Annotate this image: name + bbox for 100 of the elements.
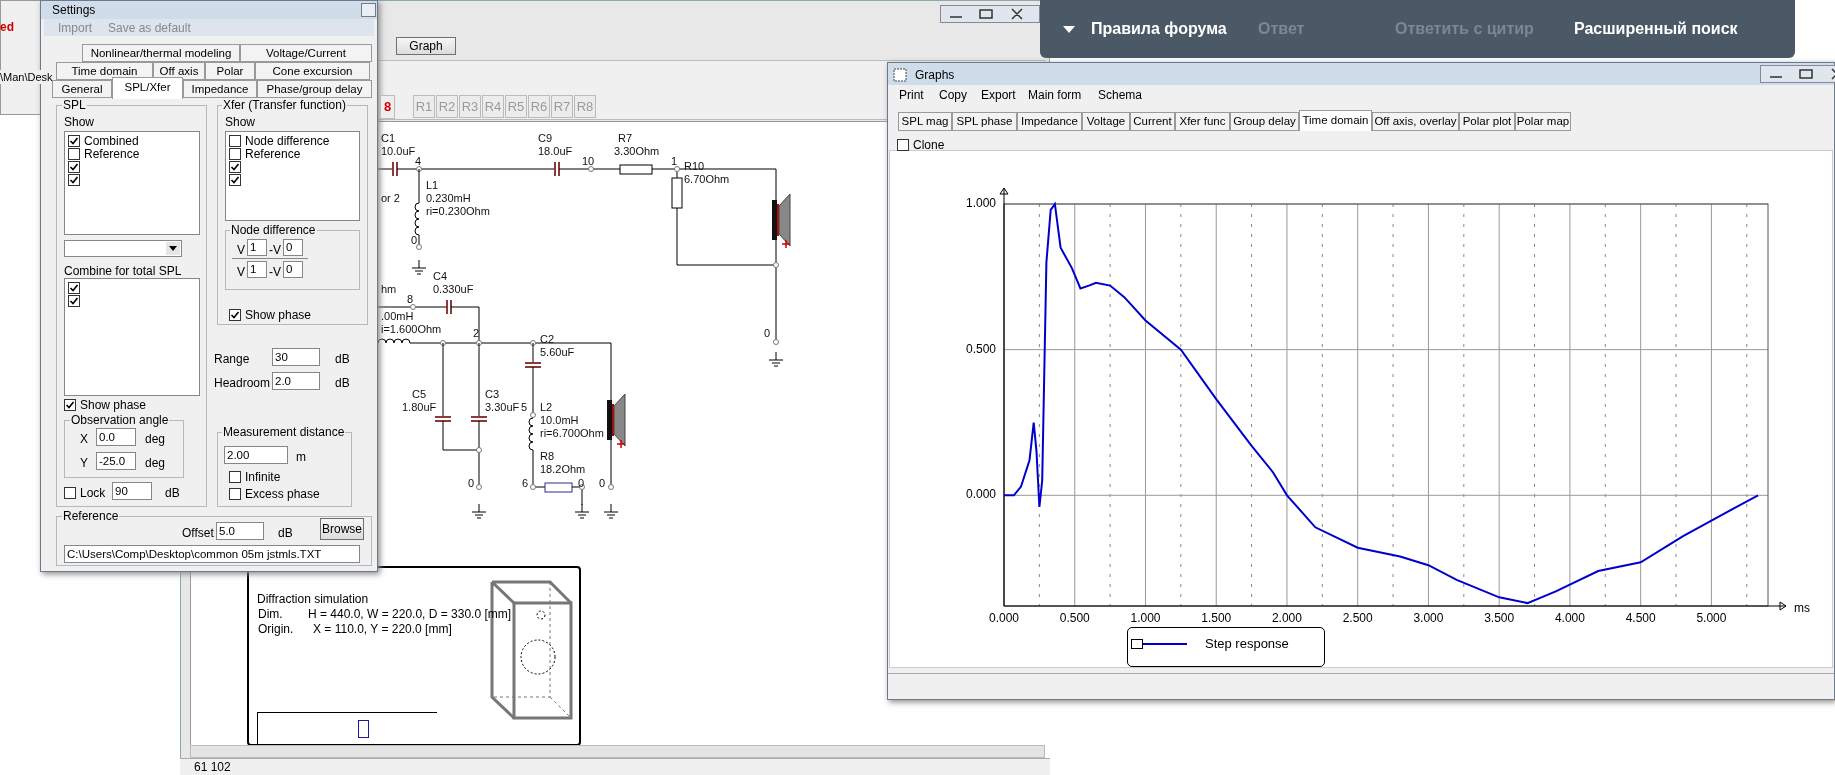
component-label: C1: [381, 132, 396, 145]
component-value: ri=0.230Ohm: [426, 205, 490, 218]
label-text: Y: [80, 456, 88, 470]
tab: Polar map: [1515, 112, 1571, 131]
checkbox: Reference: [68, 147, 140, 160]
tab: General: [52, 80, 112, 98]
component-label: L1: [426, 179, 439, 192]
input-field: 1: [247, 261, 267, 278]
component-label: C5: [412, 388, 427, 401]
component-value: 10.0mH: [540, 414, 579, 427]
node-number: 0: [468, 477, 475, 490]
input-field: 0: [283, 239, 303, 256]
tab: Time domain: [1299, 110, 1372, 131]
tab: Group delay: [1230, 112, 1299, 131]
menu-link: Правила форума: [1091, 19, 1227, 39]
tab: Voltage: [1082, 112, 1130, 131]
toolbar-button: R1: [413, 95, 435, 118]
tab: Off axis: [153, 62, 205, 80]
component-value: 10.0uF: [381, 145, 416, 157]
unit-label: dB: [278, 526, 293, 540]
input-field: 1: [247, 239, 267, 256]
component-label: R7: [618, 132, 633, 145]
component-value: i=1.600Ohm: [381, 323, 442, 336]
component-label: or 2: [381, 192, 400, 205]
input-field: 30: [272, 348, 320, 366]
tab: Voltage/Current: [240, 44, 372, 62]
label-text: Offset: [182, 526, 214, 540]
input-field: 2.00: [224, 446, 288, 464]
group-title: Xfer (Transfer function): [222, 98, 347, 112]
toolbar-button: R3: [459, 95, 481, 118]
node-number: 0: [578, 477, 585, 490]
tick-label: 0.000: [988, 611, 1020, 625]
label-text: Origin.: [258, 622, 294, 636]
tick-label: 4.500: [1624, 611, 1657, 625]
label-text: Dim.: [258, 607, 283, 621]
menu-item: Import: [58, 21, 92, 35]
component-label: C3: [485, 388, 500, 401]
input-field: C:\Users\Comp\Desktop\common 05m jstmls.TXT: [64, 545, 360, 563]
toolbar-button: R2: [436, 95, 458, 118]
axis-label: ms: [1794, 601, 1810, 615]
input-field: 90: [112, 482, 152, 500]
node-number: 0: [599, 477, 606, 490]
heading-text: Diffraction simulation: [257, 592, 369, 606]
tab: Polar: [205, 62, 255, 80]
label-text: X = 110.0, Y = 220.0 [mm]: [313, 622, 452, 636]
group-title: SPL: [62, 98, 87, 112]
legend-text: Step response: [1205, 637, 1289, 651]
component-label: L2: [540, 401, 553, 414]
component-value: 6.70Ohm: [684, 173, 730, 186]
checkbox: Node difference: [229, 134, 330, 147]
group-title: Node difference: [230, 223, 317, 237]
unit-label: deg: [145, 456, 166, 470]
button: Browse: [320, 518, 364, 540]
label-text: Headroom: [214, 376, 271, 390]
component-label: C9: [538, 132, 553, 145]
node-number: 6: [522, 477, 529, 490]
checkbox: Lock: [64, 486, 106, 499]
label-text: -V: [269, 243, 281, 257]
label-text: Show: [64, 115, 95, 129]
tab: SPL/Xfer: [112, 77, 183, 99]
tick-label: 1.500: [1200, 611, 1233, 625]
component-value: 0.330uF: [433, 283, 474, 296]
input-field: 0.0: [96, 428, 136, 446]
input-field: 0: [283, 261, 303, 278]
node-number: 5: [521, 401, 528, 414]
label-text: H = 440.0, W = 220.0, D = 330.0 [mm]: [308, 607, 512, 621]
input-field: 5.0: [216, 522, 264, 540]
checkbox: Infinite: [229, 470, 281, 483]
component-value: 5.60uF: [540, 346, 575, 359]
tab: Impedance: [183, 80, 257, 98]
unit-label: dB: [335, 376, 350, 390]
tab: Current: [1130, 112, 1175, 131]
button: Graph: [396, 37, 456, 55]
component-value: hm: [381, 283, 397, 296]
tick-label: 4.000: [1553, 611, 1586, 625]
tick-label: 3.500: [1483, 611, 1516, 625]
tab: Xfer func: [1175, 112, 1230, 131]
menu-item: Print: [899, 88, 924, 102]
node-number: 1: [671, 155, 678, 168]
tab: SPL mag: [898, 112, 952, 131]
unit-label: deg: [145, 432, 166, 446]
tick-label: 0.000: [964, 487, 996, 502]
component-value: 18.0uF: [538, 145, 573, 158]
tick-label: 1.000: [1129, 611, 1162, 625]
window-title: Graphs: [915, 68, 955, 82]
group-title: Measurement distance: [222, 425, 346, 439]
menu-item: Schema: [1098, 88, 1143, 102]
checkbox: Show phase: [64, 398, 147, 411]
tab: Cone excursion: [255, 62, 370, 80]
component-label: R10: [684, 160, 705, 173]
label-text: Show: [225, 115, 256, 129]
tick-label: 1.000: [964, 196, 996, 210]
checkbox: Clone: [897, 138, 945, 151]
input-field: 2.0: [272, 372, 320, 390]
window-title: Settings: [52, 3, 96, 17]
input-field: -25.0: [96, 452, 136, 470]
node-number: 8: [407, 293, 414, 306]
unit-label: m: [296, 450, 306, 464]
component-value: ri=6.700Ohm: [540, 427, 604, 440]
group-title: Observation angle: [70, 413, 170, 427]
